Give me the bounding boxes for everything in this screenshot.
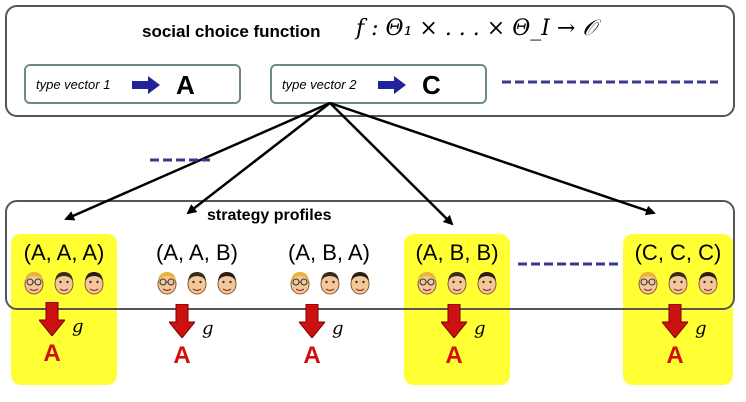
down-arrow-icon (297, 303, 327, 343)
type-vector-2-label: type vector 2 (282, 77, 357, 92)
down-arrow-icon (439, 303, 469, 343)
down-arrow-icon (660, 303, 690, 343)
mechanism-g-label: g (332, 318, 344, 339)
profile-outcome-3: g A (290, 303, 350, 374)
profile-label-3: (A, B, A) (288, 240, 370, 265)
mechanism-g-label: g (202, 318, 214, 339)
agent-face-icon (185, 270, 209, 301)
profile-outcome-1: g A (30, 301, 90, 372)
agent-face-icon (636, 270, 660, 301)
down-arrow-icon (167, 303, 197, 343)
outcome-letter: A (666, 342, 684, 369)
profile-outcome-4: g A (432, 303, 492, 374)
agent-face-icon (155, 270, 179, 301)
profile-label-5: (C, C, C) (634, 240, 722, 265)
type-vector-1-outcome: A (176, 70, 195, 100)
arrow-to-profile-5 (329, 101, 656, 216)
social-choice-formula: f : Θ₁ × . . . × Θ_I → 𝒪 (356, 16, 597, 41)
agent-face-icon (475, 270, 499, 301)
agent-face-icon (415, 270, 439, 301)
type-vector-2-box: type vector 2 C (270, 64, 487, 104)
type-vector-1-label: type vector 1 (36, 77, 111, 92)
outcome-letter: A (43, 340, 61, 367)
down-arrow-icon (37, 301, 67, 341)
right-arrow-icon (378, 76, 406, 99)
mechanism-g-label: g (474, 318, 486, 339)
agent-face-icon (445, 270, 469, 301)
arrow-to-profile-4 (329, 102, 454, 226)
outcome-letter: A (173, 342, 191, 369)
agent-face-icon (318, 270, 342, 301)
strategy-profiles-title: strategy profiles (207, 207, 332, 224)
outcome-letter: A (303, 342, 321, 369)
agent-face-icon (52, 270, 76, 301)
agent-face-icon (348, 270, 372, 301)
mechanism-g-label: g (695, 318, 707, 339)
agent-face-icon (22, 270, 46, 301)
type-vector-1-box: type vector 1 A (24, 64, 241, 104)
profile-outcome-5: g A (653, 303, 713, 374)
right-arrow-icon (132, 76, 160, 99)
arrow-to-strategy-profiles (186, 102, 331, 215)
agent-face-icon (82, 270, 106, 301)
strategy-profiles-box (5, 200, 735, 310)
agent-face-icon (288, 270, 312, 301)
mechanism-g-label: g (72, 316, 84, 337)
social-choice-function-title: social choice function (142, 22, 321, 41)
profile-label-4: (A, B, B) (415, 240, 499, 265)
agent-face-icon (696, 270, 720, 301)
profile-outcome-2: g A (160, 303, 220, 374)
outcome-letter: A (445, 342, 463, 369)
agent-face-icon (215, 270, 239, 301)
agent-face-icon (666, 270, 690, 301)
profile-label-1: (A, A, A) (23, 240, 105, 265)
type-vector-2-outcome: C (422, 70, 441, 100)
profile-label-2: (A, A, B) (156, 240, 238, 265)
